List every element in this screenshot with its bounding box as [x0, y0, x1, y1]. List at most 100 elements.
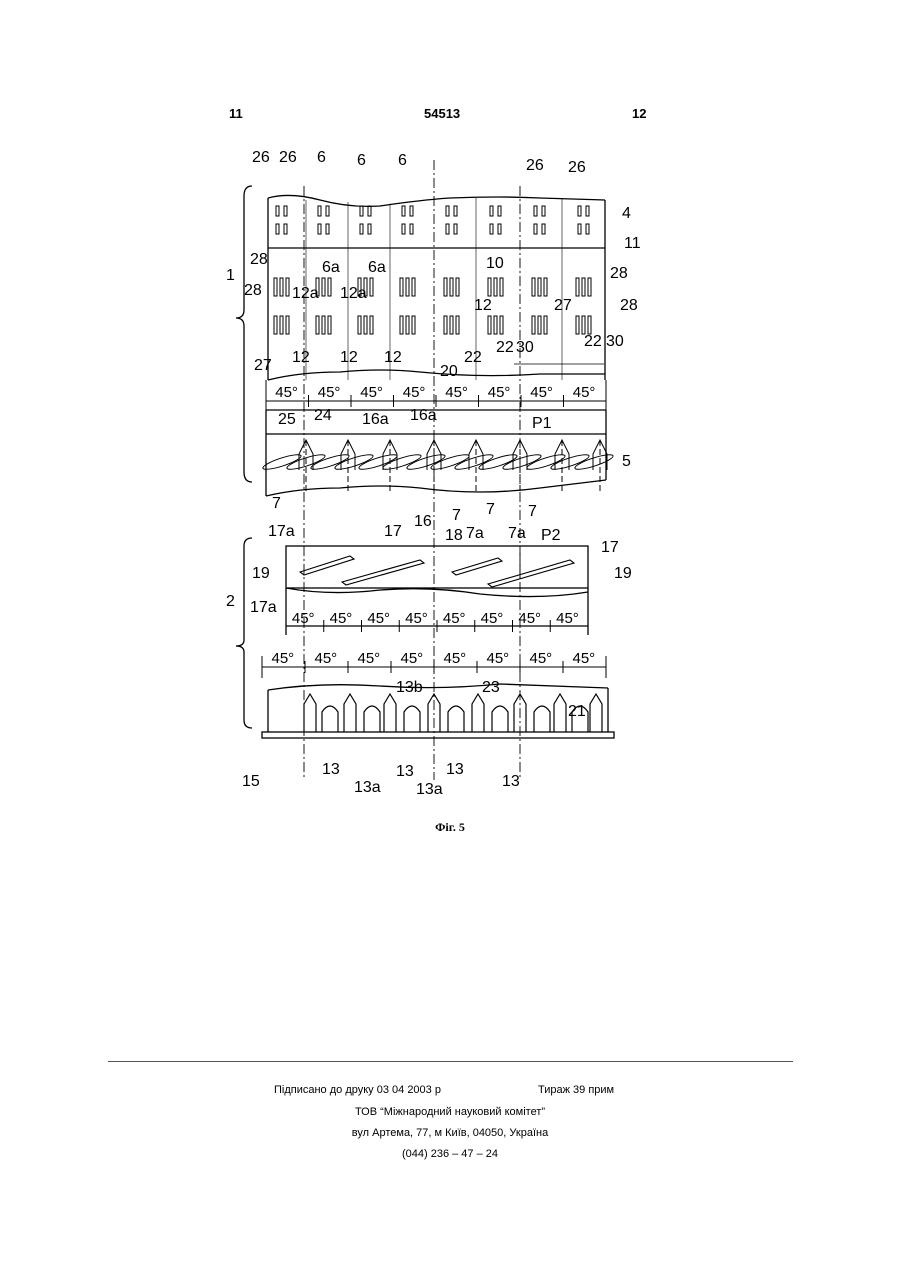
label-12-r: 12: [474, 297, 492, 314]
slot-mid: [406, 278, 409, 296]
slot-mid: [328, 278, 331, 296]
tooth: [590, 694, 602, 732]
dim3-angle-label: 45°: [573, 650, 596, 667]
slot-mid: [576, 278, 579, 296]
slot-mid: [370, 278, 373, 296]
slot-mid: [370, 316, 373, 334]
label-27-r: 27: [554, 297, 572, 314]
slot-mid: [328, 316, 331, 334]
label-P1: P1: [532, 415, 552, 432]
slot-top: [360, 206, 363, 216]
label-4: 4: [622, 205, 631, 222]
label-12-3: 12: [384, 349, 402, 366]
label-28d: 28: [620, 297, 638, 314]
rod: [300, 556, 354, 575]
slot-mid: [322, 278, 325, 296]
slot-top: [318, 224, 321, 234]
label-13b: 13b: [396, 679, 423, 696]
label-13a-1: 13a: [354, 779, 381, 796]
dim3-angle-label: 45°: [530, 650, 553, 667]
dim1-angle-label: 45°: [488, 384, 511, 401]
slot-top: [402, 206, 405, 216]
label-24: 24: [314, 407, 332, 424]
label-6a: 6: [317, 149, 326, 166]
slot-top: [454, 206, 457, 216]
label-16a-2: 16a: [410, 407, 437, 424]
label-13-4: 13: [502, 773, 520, 790]
label-1: 1: [226, 267, 235, 284]
label-7-3: 7: [528, 503, 537, 520]
rod: [488, 560, 574, 587]
slot-top: [446, 206, 449, 216]
slot-mid: [412, 316, 415, 334]
slot-mid: [274, 278, 277, 296]
label-5: 5: [622, 453, 631, 470]
dim3-angle-label: 45°: [487, 650, 510, 667]
label-12-1: 12: [292, 349, 310, 366]
label-23: 23: [482, 679, 500, 696]
brace-1: [236, 186, 252, 482]
tooth: [344, 694, 356, 732]
footer-address: вул Артема, 77, м Київ, 04050, Україна: [0, 1127, 900, 1139]
dim2-angle-label: 45°: [367, 610, 390, 627]
recess: [492, 706, 508, 732]
label-17a-2: 17a: [250, 599, 277, 616]
tooth: [554, 694, 566, 732]
slot-mid: [280, 316, 283, 334]
slot-top: [368, 224, 371, 234]
dim1-angle-label: 45°: [573, 384, 596, 401]
slot-mid: [456, 278, 459, 296]
figure-caption: Фіг. 5: [0, 820, 900, 835]
slot-mid: [456, 316, 459, 334]
label-28c: 28: [610, 265, 628, 282]
slot-top: [402, 224, 405, 234]
dim1-angle-label: 45°: [445, 384, 468, 401]
label-6b: 6: [357, 152, 366, 169]
dim3-angle-label: 45°: [358, 650, 381, 667]
slot-top: [542, 224, 545, 234]
slot-mid: [488, 316, 491, 334]
recess: [364, 706, 380, 732]
label-22-3: 22: [584, 333, 602, 350]
dim3-angle-label: 45°: [315, 650, 338, 667]
recess: [404, 706, 420, 732]
slot-top: [276, 206, 279, 216]
recess: [534, 706, 550, 732]
dim2-angle-label: 45°: [443, 610, 466, 627]
dim1-angle-label: 45°: [403, 384, 426, 401]
label-10: 10: [486, 255, 504, 272]
slot-mid: [400, 278, 403, 296]
label-21: 21: [568, 703, 586, 720]
slot-mid: [406, 316, 409, 334]
slot-mid: [500, 316, 503, 334]
dim1-angle-label: 45°: [275, 384, 298, 401]
label-30-1: 30: [516, 339, 534, 356]
slot-mid: [494, 278, 497, 296]
slot-mid: [500, 278, 503, 296]
slot-top: [490, 206, 493, 216]
label-6c: 6: [398, 152, 407, 169]
slot-top: [454, 224, 457, 234]
label-17a-1: 17a: [268, 523, 295, 540]
slot-mid: [364, 316, 367, 334]
label-17-r: 17: [601, 539, 619, 556]
tooth: [304, 694, 316, 732]
label-26a: 26: [252, 149, 270, 166]
recess: [322, 706, 338, 732]
slot-top: [284, 224, 287, 234]
slot-mid: [280, 278, 283, 296]
label-6a-1: 6a: [322, 259, 340, 276]
slot-mid: [488, 278, 491, 296]
label-18: 18: [445, 527, 463, 544]
label-16: 16: [414, 513, 432, 530]
dim1-angle-label: 45°: [530, 384, 553, 401]
label-11: 11: [624, 235, 641, 252]
footer-signed: Підписано до друку 03 04 2003 р: [274, 1084, 441, 1096]
footer-circulation: Тираж 39 прим: [538, 1084, 614, 1096]
slot-top: [410, 206, 413, 216]
slot-top: [490, 224, 493, 234]
slot-top: [360, 224, 363, 234]
slot-mid: [286, 278, 289, 296]
slot-top: [578, 224, 581, 234]
dim3-angle-label: 45°: [401, 650, 424, 667]
